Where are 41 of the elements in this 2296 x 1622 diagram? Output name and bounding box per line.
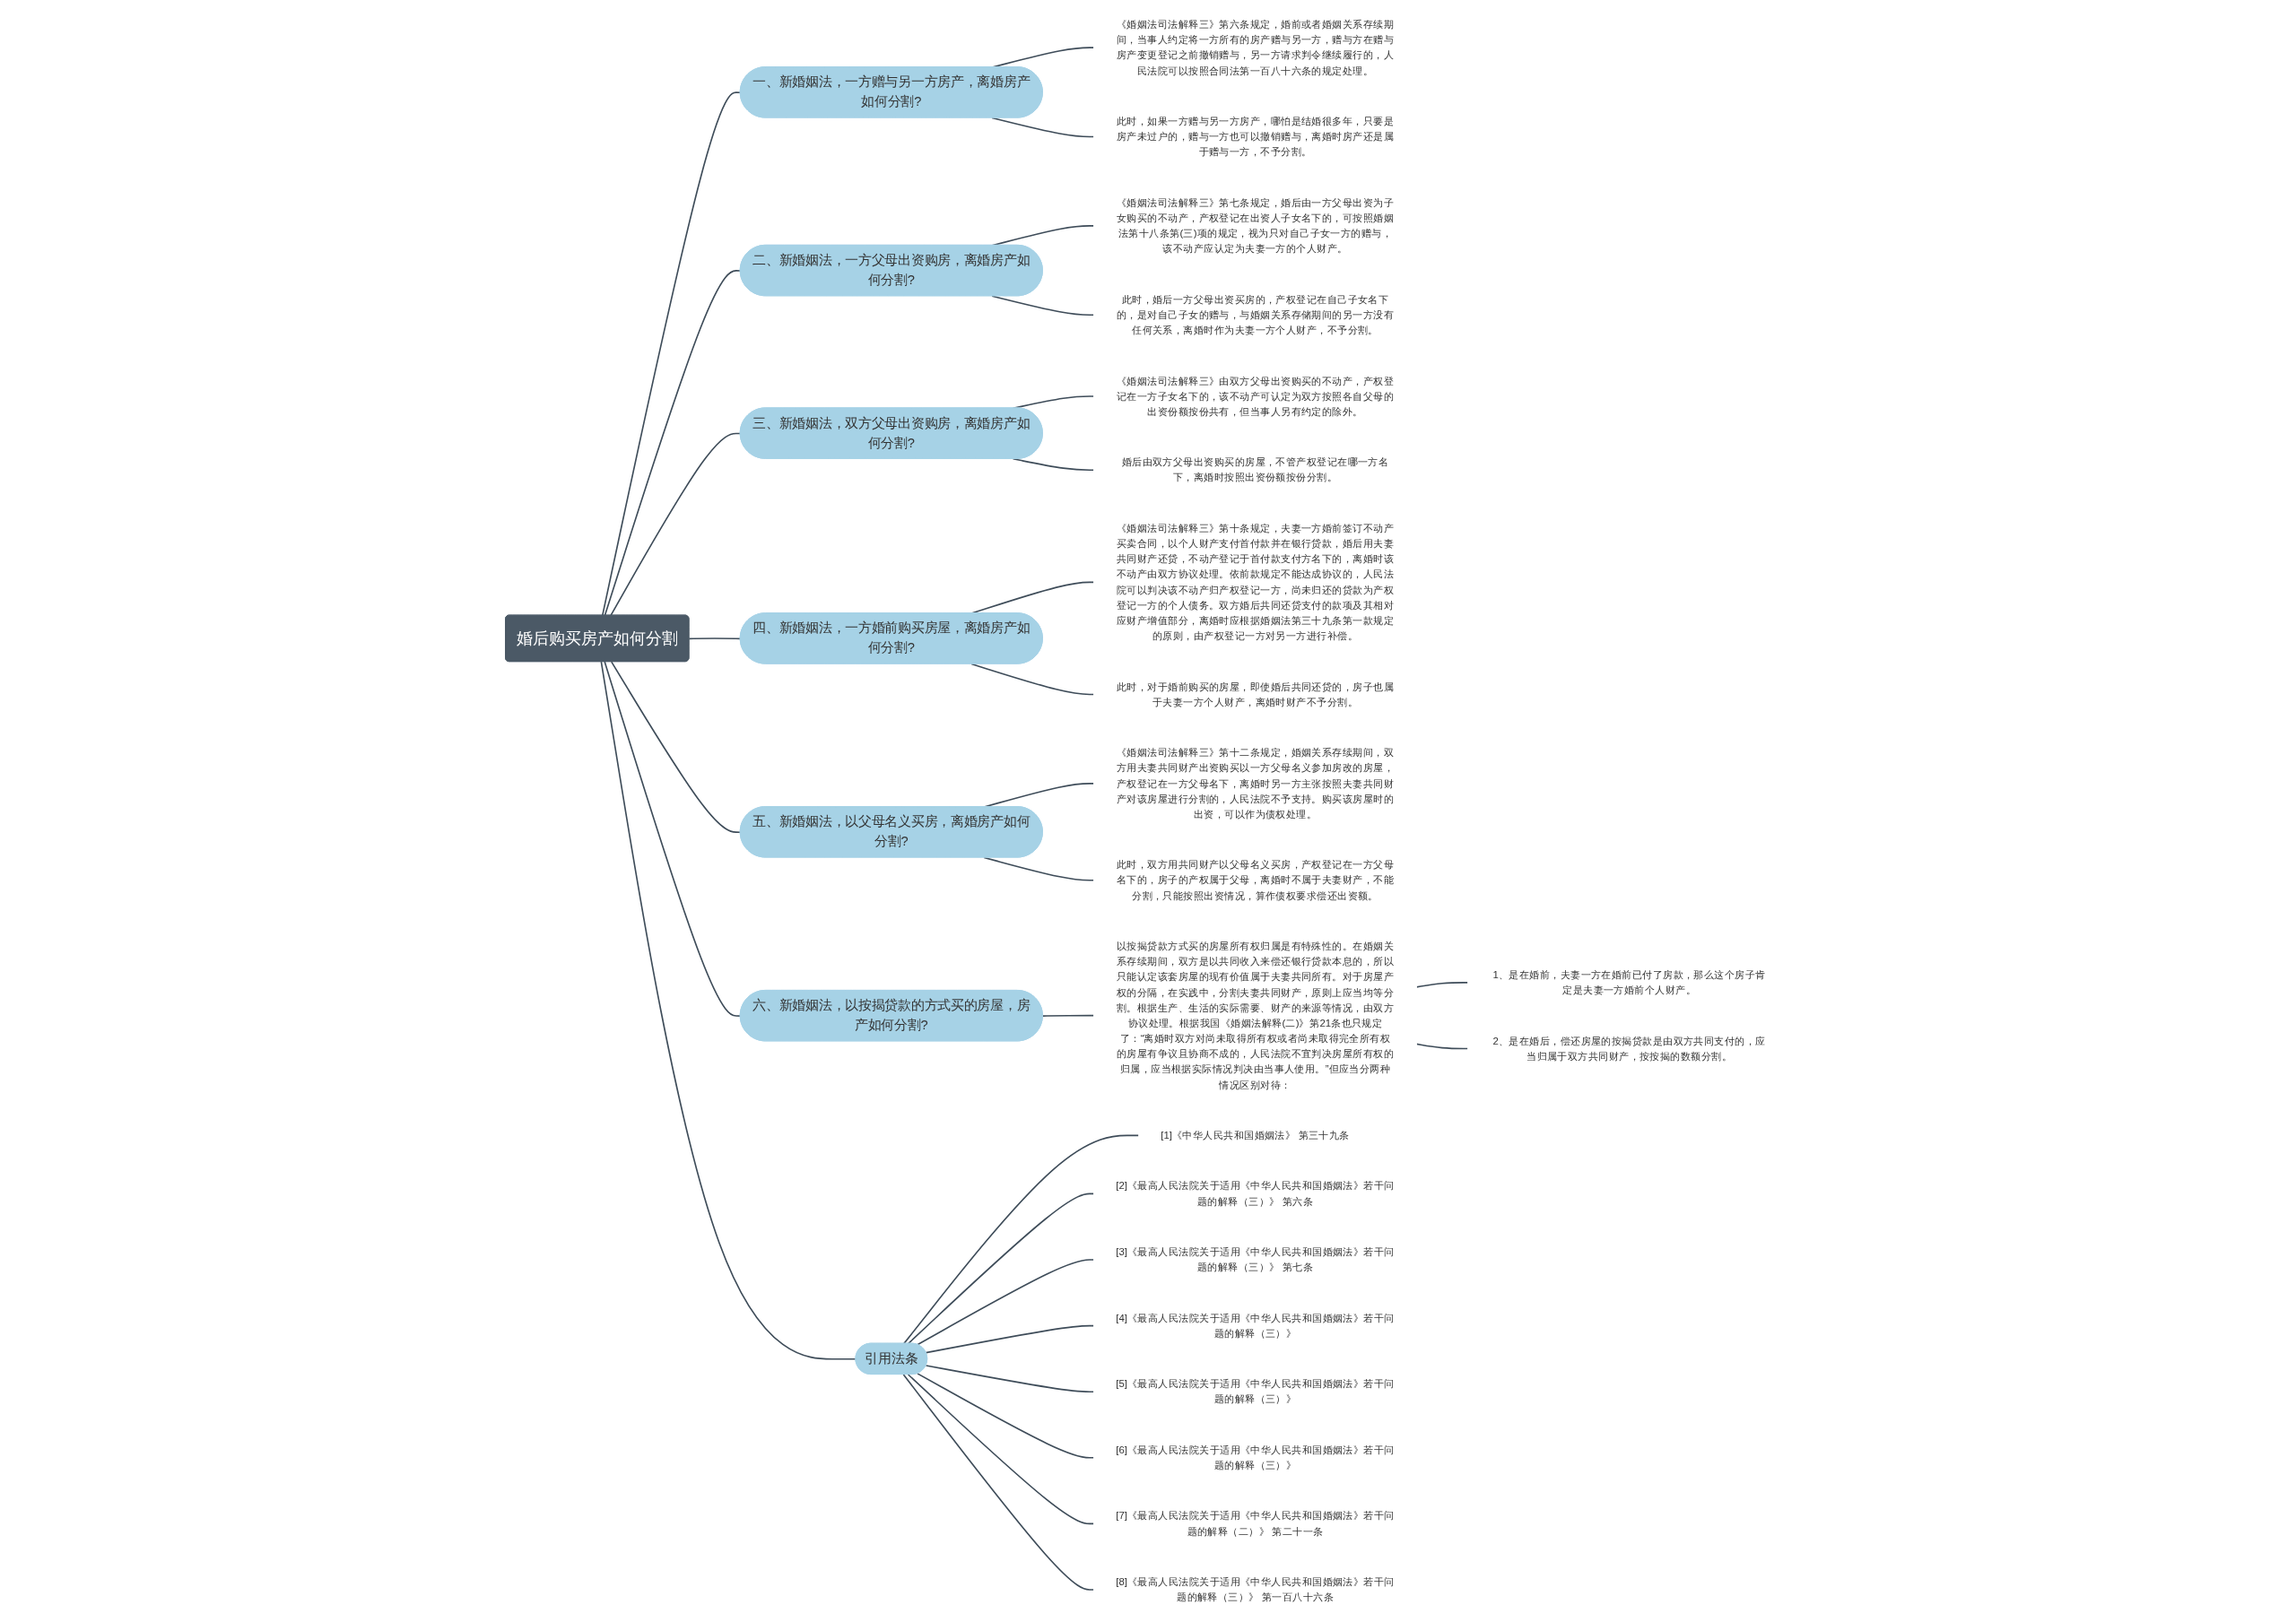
connector [917, 1259, 1095, 1346]
connector [917, 1373, 1095, 1459]
node-text: 此时，婚后一方父母出资买房的，产权登记在自己子女名下的，是对自己子女的赠与，与婚姻关系存储期间的另一方没有任何关系，离婚时作为夫妻一方个人财产，不予分割。 [1116, 293, 1395, 336]
node-text: 《婚姻法司法解释三》由双方父母出资购买的不动产，产权登记在一方子女名下的，该不动产可认定为双方按照各自父母的出资份额按份共有，但当事人另有约定的除外。 [1116, 374, 1395, 418]
connector [925, 1324, 1095, 1354]
connector [991, 295, 1095, 317]
connector [925, 1365, 1095, 1392]
node-text: 《婚姻法司法解释三》第六条规定，婚前或者婚姻关系存续期间，当事人约定将一方所有的房产赠与另一方，赠与方在赠与房产变更登记之前撤销赠与，另一方请求判令继续履行的，人民法院可以按照合同法第一百八十六条的规定处理。 [1116, 18, 1395, 77]
node-text: 2、是在婚后，偿还房屋的按揭贷款是由双方共同支付的，应当归属于双方共同财产，按按揭的数额分割。 [1492, 1034, 1766, 1063]
connector [902, 1134, 1140, 1345]
connector [970, 663, 1095, 696]
node-text: 以按揭贷款方式买的房屋所有权归属是有特殊性的。在婚姻关系存续期间，双方是以共同收入来偿还银行贷款本息的，所以只能认定该套房屋的现有价值属于夫妻共同所有。对于房屋产权的分隔，在实践中，分割夫妻共同财产，原则上应当均等分割。根据生产、生活的实际需要、财产的来源等情况，由双方协议处理。根据我国《婚姻法解释(二)》第21条也只规定了：“离婚时双方对尚未取得所有权或者尚未取得完全所有权的房屋有争议且协商不成的，人民法院不宜判决房屋所有权的归属，应当根据实际情况判决由当事人使用。”但应当分两种情况区别对待： [1116, 940, 1395, 1091]
connector [1415, 1043, 1469, 1050]
connector [902, 1374, 1095, 1591]
node-text: [5]《最高人民法院关于适用《中华人民共和国婚姻法》若干问题的解释（三）》 [1116, 1377, 1395, 1405]
node-text: [6]《最高人民法院关于适用《中华人民共和国婚姻法》若干问题的解释（三）》 [1116, 1444, 1395, 1471]
node-text: 《婚姻法司法解释三》第十二条规定，婚姻关系存续期间，双方用夫妻共同财产出资购买以一方父母名义参加房改的房屋，产权登记在一方父母名下，离婚时另一方主张按照夫妻共同财产对该房屋进行分割的，人民法院不予支持。购买该房屋时的出资，可以作为债权处理。 [1116, 746, 1395, 820]
node-text: 此时，对于婚前购买的房屋，即使婚后共同还贷的，房子也属于夫妻一方个人财产，离婚时财产不予分割。 [1116, 680, 1395, 708]
connector [610, 661, 742, 834]
node-text: [3]《最高人民法院关于适用《中华人民共和国婚姻法》若干问题的解释（三）》 第七条 [1116, 1245, 1395, 1273]
node-text: 《婚姻法司法解释三》第七条规定，婚后由一方父母出资为子女购买的不动产，产权登记在出资人子女名下的，可按照婚姻法第十八条第(三)项的规定，视为只对自己子女一方的赠与，该不动产应认定为夫妻一方的个人财产。 [1116, 196, 1395, 255]
mind-map: 婚后购买房产如何分割 一、新婚姻法，一方赠与另一方房产，离婚房产如何分割? 《婚姻法司法解释三》第六条规定，婚前或者婚姻关系存续期间，当事人约定将一方所有的房产赠与另一方，赠与方在赠与房产变更登记之前撤销赠与，另一方请求判令继续履行的，人民法院可以按照合同法第一百八十六条的规定处理。 此时，如果一方赠与另一方房产，哪怕是结婚很多年，只要是房产未过户的，赠与一方也可以撤销赠与，离婚时房产还是属于赠与一方，不予分割。 二、新婚姻法，一方父母出资购房，离婚房产如何分割? 《婚姻法司法解释三》第七条规定，婚后由一方父母出资为子女购买的不动产，产权登记在出资人子女名下的，可按照婚姻法第十八条第(三)项的规定，视为只对自己子女一方的赠与，该不动产应认定为夫妻一方的个人财产。 此时，婚后一方父母出资买房的，产权登记在自己子女名下的，是对自己子女的赠与，与婚姻关系存储期间的另一方没有任何关系，离婚时作为夫妻一方个人财产，不予分割。 三、新婚姻法，双方父母出资购房，离婚房产如何分割? 《婚姻法司法解释三》由双方父母出资购买的不动产，产权登记在一方子女名下的，该不动产可认定为双方按照各自父母的出资份额按份共有，但当事人另有约定的除外。 婚后由双方父母出资购买的房屋，不管产权登记在哪一方名下，离婚时按照出资份额按份分割。 四、新婚姻法，一方婚前购买房屋，离婚房产如何分割? 《婚姻法司法解释三》第十条规定，夫妻一方婚前签订不动产买卖合同，以个人财产支付首付款并在银行贷款，婚后用夫妻共同财产还贷，不动产登记于首付款支付方名下的，离婚时该不动产由双方协议处理。依前款规定不能达成协议的，人民法院可以判决该不动产归产权登记一方，尚未归还的贷款为产权登记一方的个人债务。双方婚后共同还贷支付的款项及其相对应财产增值部分，离婚时应根据婚姻法第三十九条第一款规定的原则，由产权登记一方对另一方进行补偿。 此时，对于婚前购买的房屋，即使婚后共同还贷的，房子也属于夫妻一方个人财产，离婚时财产不予分割。 五、新婚姻法，以父母名义买房，离婚房产如何分割? 《婚姻法司法解释三》第十二条规定，婚姻关系存续期间，双方用夫妻共同财产出资购买以一方父母名义参加房改的房屋，产权登记在一方父母名下，离婚时另一方主张按照夫妻共同财产对该房屋进行分割的，人民法院不予支持。购买该房屋时的出资，可以作为债权处理。 此时，双方用共同财产以父母名义买房，产权登记在一方父母名下的，房子的产权属于父母，离婚时不属于夫妻财产，不能分割，只能按照出资情况，算作债权要求偿还出资额。 六、新婚姻法，以按揭贷款的方式买的房屋，房产如何分割? 以按揭贷款方式买的房屋所有权归属是有特殊性的。在婚姻关系存续期间，双方是以共同收入来偿还银行贷款本息的，所以只能认定该套房屋的现有价值属于夫妻共同所有。对于房屋产权的分隔，在实践中，分割夫妻共同财产，原则上应当均等分割。根据生产、生活的实际需要、财产的来源等情况，由双方协议处理。根据我国《婚姻法解释(二)》第21条也只规定了：“离婚时双方对尚未取得所有权或者尚未取得完全所有权的房屋有争议且协商不成的，人民法院不宜判决房屋所有权的归属，应当根据实际情况判决由当事人使用。”但应当分两种情况区别对待： 1、是在婚前，夫妻一方在婚前已付了房款，那么这个房子肯定是夫妻一方婚前个人财产。 2、是在婚后，偿还房屋的按揭贷款是由双方共同支付的，应当归属于双方共同财产，按按揭的数额分割。 引用法条 [1]《中华人民共和国婚姻法》 第三十九条 [2]《最高人民法院关于适用《中华人民共和国婚姻法》若干问题的解释（三）》 第六条 [3]《最高人民法院关于适用《中华人民共和国婚姻法》若干问题的解释（三）》 第七条 [4]《最高人民法院关于适用《中华人民共和国婚姻法》若干问题的解释（三）》 [5]《最高人民法院关于适用《中华人民共和国婚姻法》若干问题的解释（三）》 [6]《最高人民法院关于适用《中华人民共和国婚姻法》若干问题的解释（三）》 [7]《最高人民法院关于适用《中华人民共和国婚姻法》若干问题的解释（二）》 第二十一条 [8]《最高人民法院关于适用《中华人民共和国婚姻法》若干问题的解释（三）》 第一百八十六条 [499, 0, 1797, 1622]
connector [907, 1193, 1095, 1345]
node-text: 婚后由双方父母出资购买的房屋，不管产权登记在哪一方名下，离婚时按照出资份额按份分割。 [1121, 455, 1389, 483]
connector [907, 1374, 1095, 1525]
node-text: [2]《最高人民法院关于适用《中华人民共和国婚姻法》若干问题的解释（三）》 第六条 [1116, 1179, 1395, 1208]
node-text: 此时，双方用共同财产以父母名义买房，产权登记在一方父母名下的，房子的产权属于父母，离婚时不属于夫妻财产，不能分割，只能按照出资情况，算作债权要求偿还出资额。 [1116, 858, 1395, 902]
connector [1041, 1014, 1095, 1017]
connector [604, 661, 742, 1017]
node-text: [4]《最高人民法院关于适用《中华人民共和国婚姻法》若干问题的解释（三）》 [1116, 1312, 1395, 1340]
node-text: 1、是在婚前，夫妻一方在婚前已付了房款，那么这个房子肯定是夫妻一方婚前个人财产。 [1492, 968, 1766, 996]
node-text: 《婚姻法司法解释三》第十条规定，夫妻一方婚前签订不动产买卖合同，以个人财产支付首付款并在银行贷款，婚后用夫妻共同财产还贷，不动产登记于首付款支付方名下的，离婚时该不动产由双方协议处理。依前款规定不能达成协议的，人民法院可以判决该不动产归产权登记一方，尚未归还的贷款为产权登记一方的个人债务。双方婚后共同还贷支付的款项及其相对应财产增值部分，离婚时应根据婚姻法第三十九条第一款规定的原则，由产权登记一方对另一方进行补偿。 [1116, 522, 1395, 642]
node-text: [1]《中华人民共和国婚姻法》 第三十九条 [1161, 1129, 1350, 1141]
connector [610, 432, 742, 617]
connector [1415, 982, 1469, 988]
node-text: [8]《最高人民法院关于适用《中华人民共和国婚姻法》若干问题的解释（三）》 第一百八十六条 [1116, 1575, 1395, 1603]
connector [604, 270, 742, 617]
connector [601, 91, 742, 617]
connector [688, 638, 742, 640]
node-text: 此时，如果一方赠与另一方房产，哪怕是结婚很多年，只要是房产未过户的，赠与一方也可以撤销赠与，离婚时房产还是属于赠与一方，不予分割。 [1116, 115, 1395, 158]
node-text: [7]《最高人民法院关于适用《中华人民共和国婚姻法》若干问题的解释（二）》 第二十一条 [1116, 1509, 1395, 1538]
